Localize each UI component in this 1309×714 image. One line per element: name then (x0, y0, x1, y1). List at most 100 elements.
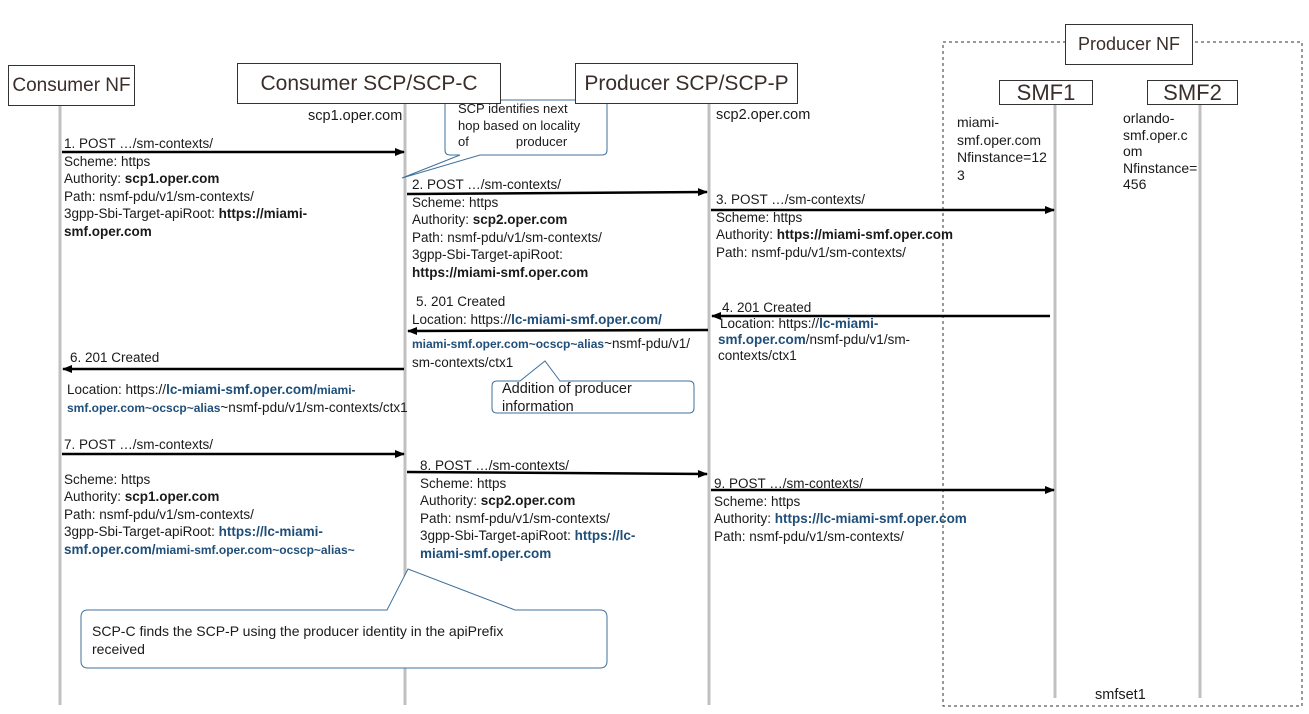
smf1-box: SMF1 (999, 80, 1093, 105)
message-1-authority: Authority: scp1.oper.com (64, 170, 307, 188)
message-2: 2. POST …/sm-contexts/ Scheme: https Aut… (412, 176, 602, 281)
location-prefix: Location: https:// (67, 381, 167, 397)
location-host: lc-miami-smf.oper.com/ (511, 311, 662, 327)
callout-locality-text: SCP identifies next hop based on localit… (458, 101, 580, 151)
smfset-label: smfset1 (1095, 687, 1146, 703)
message-7-target-cont: smf.oper.com/miami-smf.oper.com~ocscp~al… (64, 541, 355, 560)
callout-bottom-text: SCP-C finds the SCP-P using the producer… (92, 622, 503, 658)
message-9-authority: Authority: https://lc-miami-smf.oper.com (714, 510, 967, 528)
message-7: 7. POST …/sm-contexts/ Scheme: https Aut… (64, 436, 355, 559)
scp-p-title: Producer SCP/SCP-P (584, 71, 789, 95)
message-1-target-cont: smf.oper.com (64, 223, 152, 239)
message-7-target: 3gpp-Sbi-Target-apiRoot: https://lc-miam… (64, 523, 355, 541)
message-5-location-end: sm-contexts/ctx1 (412, 354, 514, 370)
callout-addition-line: Addition of producer (502, 381, 632, 397)
message-5-label: 5. 201 Created (416, 294, 506, 309)
smf2-box: SMF2 (1147, 80, 1238, 105)
callout-addition-line: information (502, 399, 574, 415)
target-prefix: 3gpp-Sbi-Target-apiRoot: (420, 528, 575, 543)
message-6-label: 6. 201 Created (70, 350, 160, 365)
location-host: lc-miami-smf.oper.com/ (166, 381, 317, 397)
callout-locality-line: of producer (458, 134, 580, 151)
message-7-authority: Authority: scp1.oper.com (64, 488, 355, 506)
scp-c-title: Consumer SCP/SCP-C (260, 71, 478, 95)
scp-c-host: scp1.oper.com (308, 108, 403, 124)
callout-bottom-line: received (92, 641, 145, 657)
smf1-info: miami- smf.oper.com Nfinstance=12 3 (957, 114, 1047, 184)
message-3: 3. POST …/sm-contexts/ Scheme: https Aut… (716, 191, 953, 261)
location-prefix: Location: https:// (720, 316, 820, 331)
smf2-title: SMF2 (1163, 79, 1222, 105)
callout-locality-line: SCP identifies next (458, 101, 568, 116)
authority-value: scp1.oper.com (124, 171, 220, 186)
callout-bottom-line: SCP-C finds the SCP-P using the producer… (92, 623, 504, 639)
target-value: https://lc- (574, 528, 636, 543)
message-7-label: 7. POST …/sm-contexts/ (64, 437, 214, 452)
smf2-info-line: smf.oper.c (1123, 126, 1188, 143)
message-3-authority: Authority: https://miami-smf.oper.com (716, 226, 953, 244)
callout-locality-of: of (458, 134, 469, 149)
smf1-info-line: 3 (957, 166, 965, 183)
message-4: 4. 201 Created Location: https://lc-miam… (718, 300, 910, 364)
location-path: /nsmf-pdu/v1/sm- (805, 332, 911, 347)
smf2-info-line: orlando- (1123, 110, 1175, 126)
message-1-target: 3gpp-Sbi-Target-apiRoot: https://miami- (64, 205, 307, 223)
target-alias: miami-smf.oper.com~ocscp~alias~ (155, 542, 355, 557)
smf1-info-line: smf.oper.com (957, 131, 1042, 148)
location-alias: miami- (316, 382, 356, 397)
message-6: 6. 201 Created Location: https://lc-miam… (67, 349, 408, 418)
message-9-path: Path: nsmf-pdu/v1/sm-contexts/ (714, 528, 904, 544)
location-prefix: Location: https:// (412, 311, 512, 327)
message-9-label: 9. POST …/sm-contexts/ (714, 476, 864, 491)
authority-prefix: Authority: (714, 511, 775, 526)
scp-p-host: scp2.oper.com (716, 107, 811, 123)
authority-value: scp2.oper.com (472, 212, 568, 227)
arrow-m8 (406, 469, 708, 478)
message-4-location: Location: https://lc-miami- (720, 316, 910, 332)
message-9-scheme: Scheme: https (714, 493, 801, 509)
callout-addition-text: Addition of producer information (502, 380, 632, 416)
callout-addition-shape (491, 360, 695, 414)
message-2-target: https://miami-smf.oper.com (412, 264, 589, 280)
message-4-location-cont: smf.oper.com/nsmf-pdu/v1/sm- (718, 332, 910, 348)
callout-locality-producer: producer (515, 134, 568, 149)
producer-nf-boundary (942, 41, 1303, 707)
target-value: https://miami- (218, 206, 308, 221)
producer-nf-title: Producer NF (1077, 34, 1181, 54)
smf2-info: orlando- smf.oper.c om Nfinstance= 456 (1123, 110, 1197, 193)
authority-value: scp2.oper.com (480, 493, 576, 508)
arrow-m5 (407, 326, 709, 335)
message-2-target-prefix: 3gpp-Sbi-Target-apiRoot: (412, 247, 563, 262)
message-1-label: 1. POST …/sm-contexts/ (64, 136, 214, 151)
location-path: ~nsmf-pdu/v1/sm-contexts/ctx1 (220, 400, 408, 415)
message-3-path: Path: nsmf-pdu/v1/sm-contexts/ (716, 244, 906, 260)
message-8-label: 8. POST …/sm-contexts/ (420, 458, 570, 473)
location-alias: miami-smf.oper.com~ocscp~alias (412, 337, 605, 351)
message-5-location: Location: https://lc-miami-smf.oper.com/ (412, 311, 690, 329)
message-5: 5. 201 Created Location: https://lc-miam… (412, 293, 690, 371)
authority-prefix: Authority: (64, 489, 125, 504)
target-prefix: 3gpp-Sbi-Target-apiRoot: (64, 206, 219, 221)
authority-prefix: Authority: (716, 227, 777, 242)
message-3-scheme: Scheme: https (716, 209, 803, 225)
target-value: https://lc-miami- (218, 524, 323, 539)
authority-value: https://lc-miami-smf.oper.com (774, 511, 967, 526)
message-6-location-cont: smf.oper.com~ocscp~alias~nsmf-pdu/v1/sm-… (67, 399, 408, 418)
target-prefix: 3gpp-Sbi-Target-apiRoot: (64, 524, 219, 539)
message-2-scheme: Scheme: https (412, 194, 499, 210)
arrow-m2 (406, 188, 708, 197)
location-alias-cont: smf.oper.com~ocscp~alias (67, 401, 221, 415)
message-2-authority: Authority: scp2.oper.com (412, 211, 602, 229)
smf1-title: SMF1 (1016, 79, 1076, 105)
message-8: 8. POST …/sm-contexts/ Scheme: https Aut… (420, 457, 635, 562)
target-value-cont: smf.oper.com/ (64, 541, 156, 557)
message-7-scheme: Scheme: https (64, 471, 151, 487)
message-5-location-cont: miami-smf.oper.com~ocscp~alias~nsmf-pdu/… (412, 335, 690, 354)
message-1-scheme: Scheme: https (64, 153, 151, 169)
producer-nf-title-box: Producer NF (1065, 24, 1193, 65)
smf1-info-line: miami- (957, 114, 999, 130)
smf2-info-line: 456 (1123, 176, 1147, 192)
authority-prefix: Authority: (64, 171, 125, 186)
message-6-location: Location: https://lc-miami-smf.oper.com/… (67, 381, 408, 400)
